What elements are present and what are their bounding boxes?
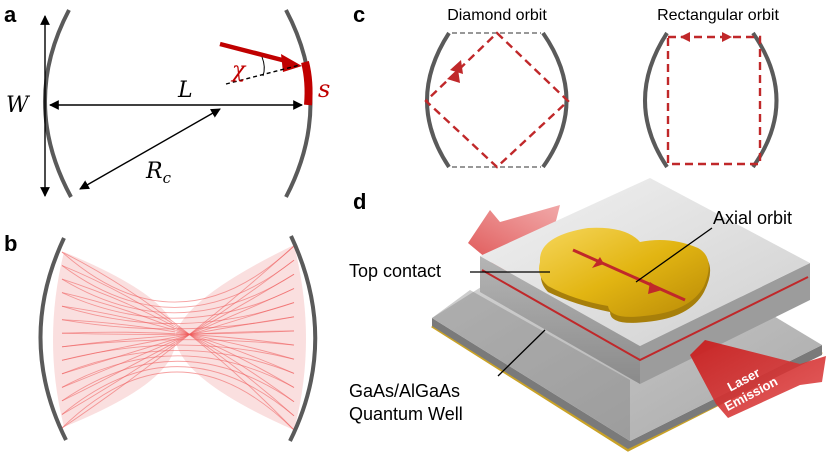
rect-orbit-path [666,35,762,166]
angle-symbol: χ [230,58,247,83]
rect-arrow-2 [722,32,732,42]
panel-b: b [4,231,318,442]
panel-c: c Diamond orbit Rectangular orbit [353,2,779,169]
axial-orbit-line [572,248,686,302]
beam-left-half [53,252,176,427]
rect-left-mirror [643,31,669,169]
base-slab-shade [432,290,630,441]
beam-ray [61,360,295,403]
panel-d: d Laser Emission Top contac [349,178,826,452]
beam-ray [61,371,295,431]
axial-arrow-2 [648,282,662,294]
panel-label-c: c [353,2,365,27]
beam-ray [61,278,295,403]
panel-label-a: a [4,2,17,27]
beam-ray [61,305,295,374]
beam-ray [61,259,295,308]
facet-symbol: s [318,75,330,103]
angle-arc [261,56,265,77]
axial-orbit-leader [635,227,713,283]
beam-ray [61,319,295,360]
panel-label-b: b [4,231,17,256]
beam-ray [61,265,295,417]
beam-ray [61,251,295,431]
beam-ray [61,259,295,415]
right-mirror-b [288,235,318,442]
panel-label-d: d [353,189,366,214]
beam-ray [61,245,295,303]
beam-ray [61,273,295,314]
beam-ray [61,302,295,375]
panel-a: a W L Rc s χ [4,2,330,198]
beam-ray [61,330,295,335]
diamond-left-mirror [425,31,451,169]
mesa-side-face [640,263,810,384]
incident-ray-head [281,54,302,72]
beam-ray [61,330,295,348]
output-facet [301,61,313,106]
diamond-orbit-path [424,31,570,169]
radius-symbol: Rc [145,159,172,187]
radius-arrow [79,108,221,190]
incident-ray [219,41,287,64]
beam-ray [61,316,295,330]
beam-ray [61,344,295,361]
quantum-well-label-line1: GaAs/AlGaAs [349,381,460,401]
left-mirror [43,9,73,198]
beam-ray [61,292,295,388]
beam-right-half [175,245,306,430]
mesa-front-face [480,256,640,384]
diamond-orbit-title: Diamond orbit [447,7,547,24]
beam-ray [61,288,295,388]
quantum-well-label-line2: Quantum Well [349,404,463,424]
top-contact-label: Top contact [349,261,441,281]
beam-ray [61,355,295,388]
axial-orbit-label: Axial orbit [713,208,792,228]
rect-arrow-1 [680,32,690,42]
quantum-well-leader [497,329,546,377]
beam-rays [61,245,295,431]
beam-ray [61,350,295,375]
diamond-arrow-2 [447,69,460,83]
left-mirror-b [38,237,68,441]
beam-ray [61,273,295,402]
rectangular-orbit-title: Rectangular orbit [657,7,779,24]
rect-right-mirror [751,31,779,169]
beam-ray [61,366,295,417]
axial-arrow-1 [592,257,604,268]
diamond-right-mirror [541,31,569,169]
length-symbol: L [177,78,193,103]
beam-ray [61,245,295,429]
quantum-well-line [481,269,809,362]
laser-emission-beam [690,340,826,418]
diamond-arrow-1 [450,60,463,74]
width-symbol: W [6,93,31,118]
